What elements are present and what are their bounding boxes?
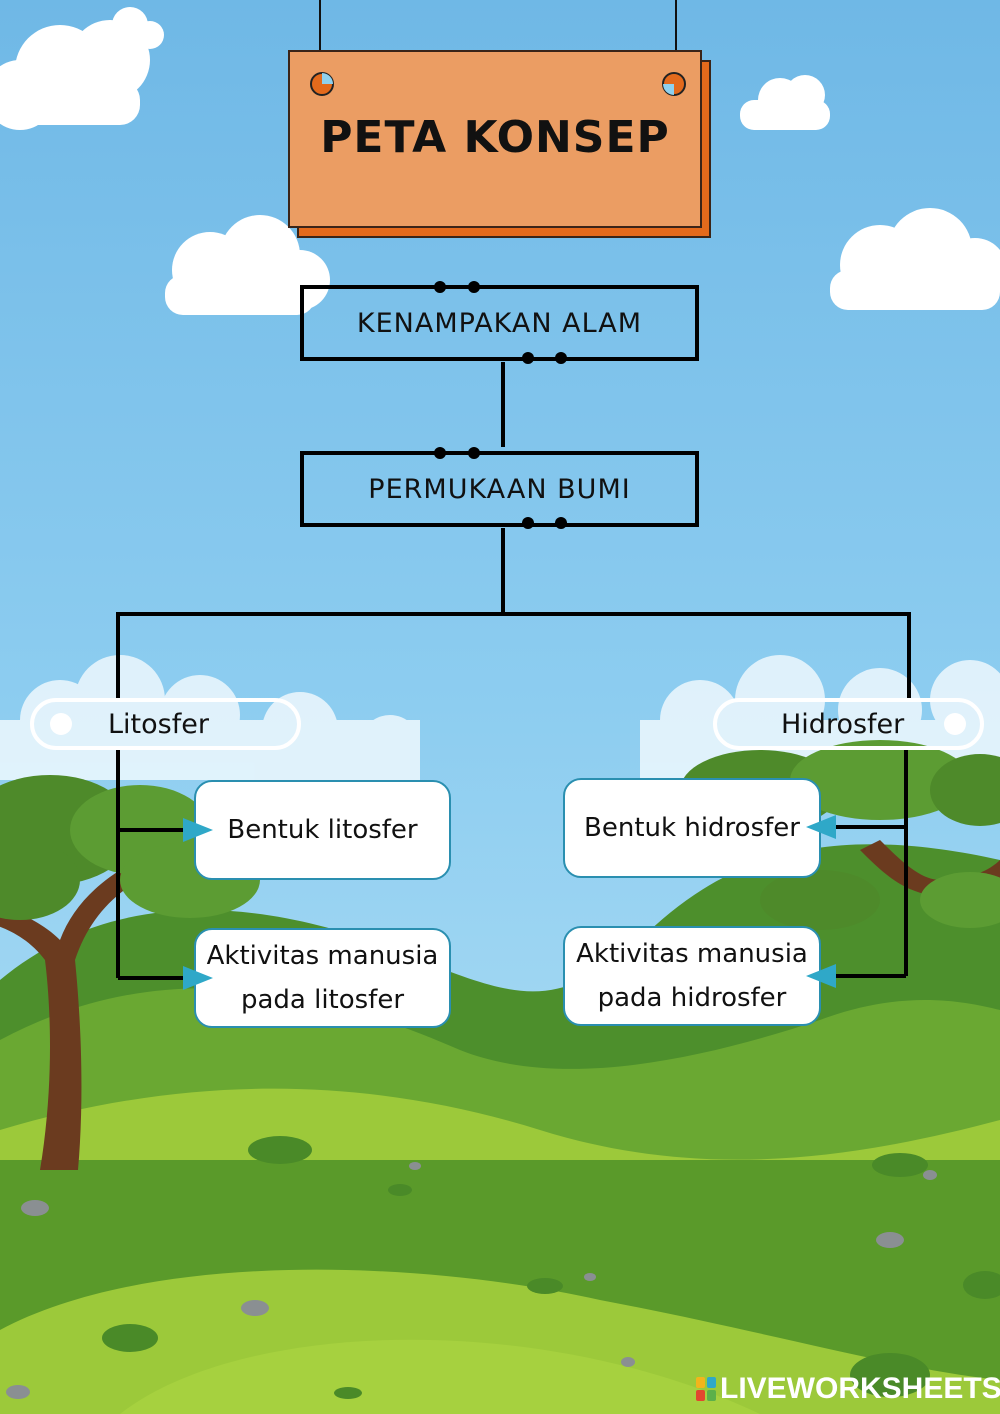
node-aktivitas-hidrosfer: Aktivitas manusia pada hidrosfer — [563, 926, 821, 1026]
node-bentuk-hidrosfer: Bentuk hidrosfer — [563, 778, 821, 878]
brand-watermark: LIVEWORKSHEETS — [696, 1372, 1000, 1406]
triangle-arrow-icon — [183, 966, 213, 990]
cloud — [0, 7, 164, 130]
page-title: PETA KONSEP — [320, 112, 670, 163]
cloud — [165, 215, 330, 315]
node-label: PERMUKAAN BUMI — [368, 473, 631, 505]
node-litosfer: Litosfer — [30, 698, 301, 750]
triangle-arrow-icon — [806, 964, 836, 988]
triangle-arrow-icon — [183, 818, 213, 842]
cloud — [740, 75, 830, 130]
node-permukaan-bumi: PERMUKAAN BUMI — [300, 451, 699, 527]
liveworksheets-logo-icon — [696, 1377, 716, 1401]
node-label: Aktivitas manusia pada hidrosfer — [576, 939, 808, 1013]
node-label: Aktivitas manusia pada litosfer — [206, 941, 439, 1015]
node-aktivitas-litosfer: Aktivitas manusia pada litosfer — [194, 928, 451, 1028]
cloud — [830, 208, 1000, 310]
dot-icon — [50, 713, 72, 735]
pin-icon — [662, 72, 686, 96]
node-label: Bentuk hidrosfer — [584, 813, 800, 843]
node-label: Bentuk litosfer — [227, 815, 418, 845]
node-label: Litosfer — [108, 708, 209, 740]
rock — [6, 1162, 937, 1399]
title-sign: PETA KONSEP — [288, 50, 702, 228]
node-label: KENAMPAKAN ALAM — [356, 307, 643, 339]
node-hidrosfer: Hidrosfer — [713, 698, 984, 750]
pin-icon — [310, 72, 334, 96]
bush — [102, 1136, 1000, 1399]
ground-light — [120, 1339, 760, 1414]
brand-label: LIVEWORKSHEETS — [720, 1372, 1000, 1405]
node-label: Hidrosfer — [781, 708, 905, 740]
triangle-arrow-icon — [806, 815, 836, 839]
node-kenampakan-alam: KENAMPAKAN ALAM — [300, 285, 699, 361]
dot-icon — [944, 713, 966, 735]
